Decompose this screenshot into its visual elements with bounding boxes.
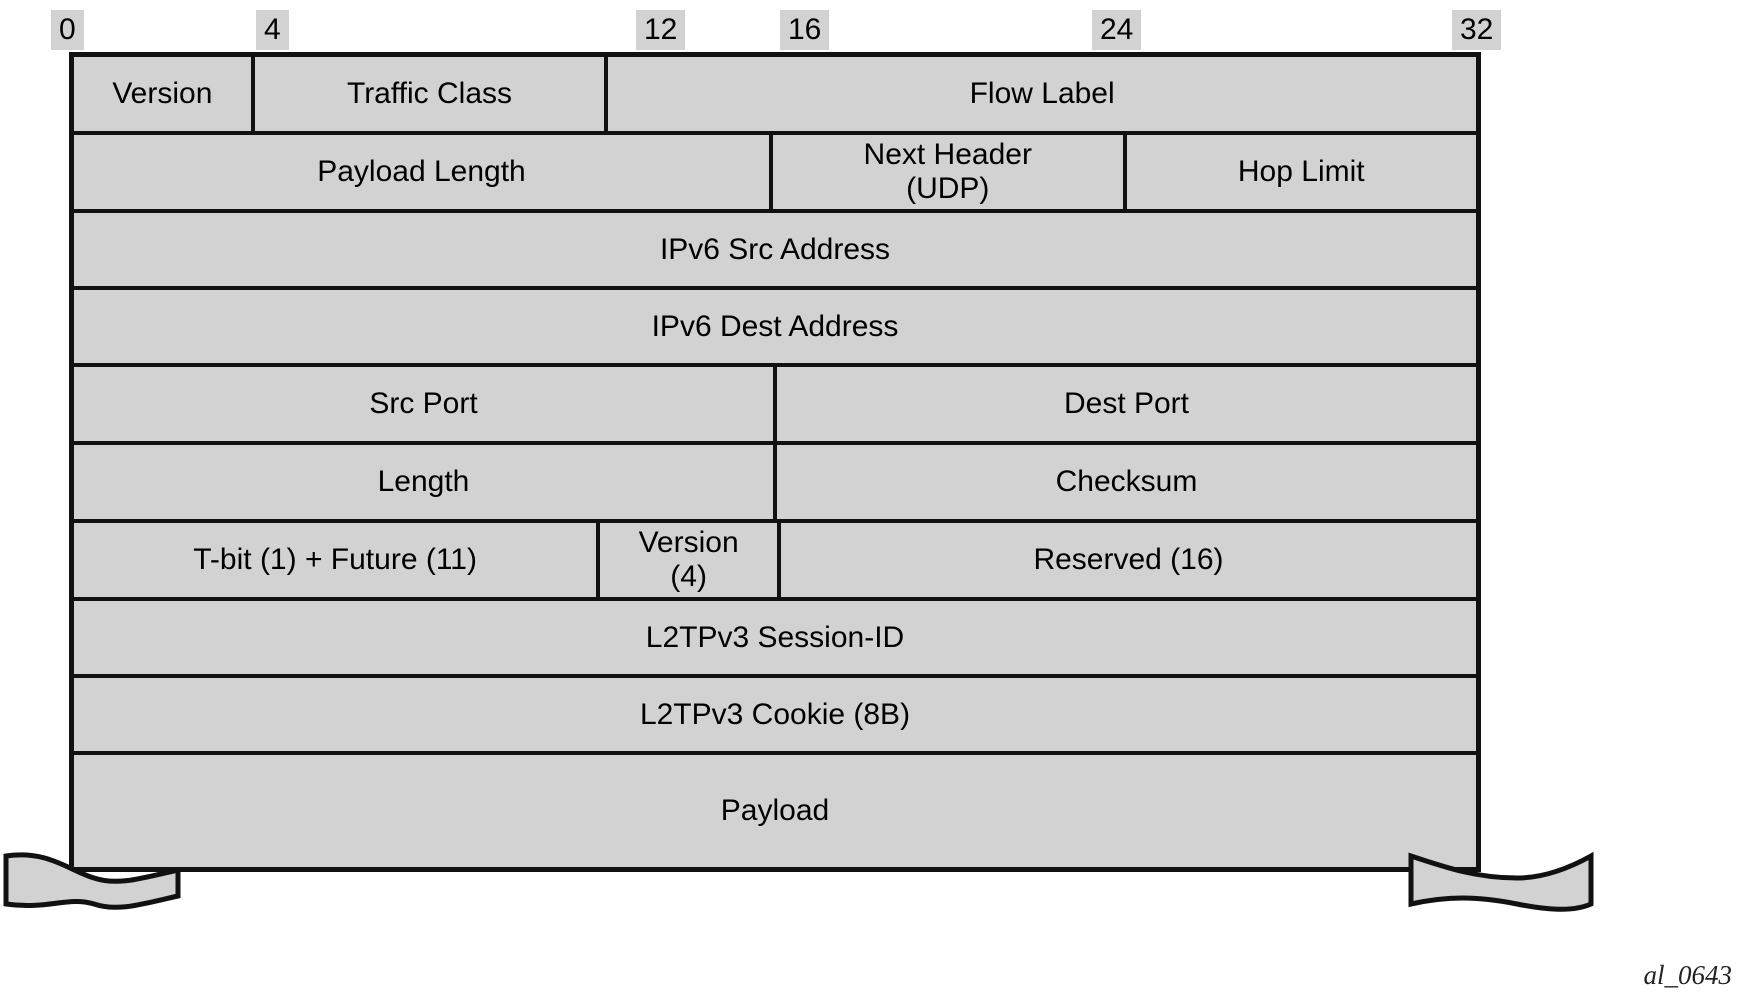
ruler-tick-4: 4	[256, 10, 289, 50]
field-t-bit-future: T-bit (1) + Future (11)	[74, 523, 601, 597]
field-length: Length	[74, 445, 777, 519]
ruler-tick-0: 0	[51, 10, 84, 50]
row-ipv6-src: IPv6 Src Address	[74, 213, 1476, 290]
field-checksum: Checksum	[777, 445, 1476, 519]
ruler-tick-12: 12	[636, 10, 686, 50]
field-ipv6-src-address: IPv6 Src Address	[74, 213, 1476, 286]
field-reserved: Reserved (16)	[781, 523, 1476, 597]
field-flow-label: Flow Label	[608, 57, 1476, 131]
field-l2tpv3-session-id: L2TPv3 Session-ID	[74, 601, 1476, 674]
row-ipv6-dest: IPv6 Dest Address	[74, 290, 1476, 367]
row-l2tpv3-cookie: L2TPv3 Cookie (8B)	[74, 678, 1476, 755]
field-next-header: Next Header (UDP)	[773, 135, 1127, 209]
field-payload-length: Payload Length	[74, 135, 773, 209]
ruler-tick-24: 24	[1092, 10, 1142, 50]
row-payload: Payload	[74, 755, 1476, 867]
row-ipv6-word-2: Payload Length Next Header (UDP) Hop Lim…	[74, 135, 1476, 213]
field-payload: Payload	[74, 755, 1476, 867]
row-l2tpv3-control-word: T-bit (1) + Future (11) Version (4) Rese…	[74, 523, 1476, 601]
field-traffic-class: Traffic Class	[254, 57, 609, 131]
bit-position-ruler: 0 4 12 16 24 32	[0, 0, 1748, 50]
figure-caption: al_0643	[1643, 960, 1732, 990]
row-l2tpv3-session-id: L2TPv3 Session-ID	[74, 601, 1476, 678]
ruler-tick-32: 32	[1452, 10, 1502, 50]
header-field-table: Version Traffic Class Flow Label Payload…	[69, 52, 1481, 872]
row-ipv6-word-1: Version Traffic Class Flow Label	[74, 57, 1476, 135]
field-hop-limit: Hop Limit	[1126, 135, 1476, 209]
field-l2tpv3-version: Version (4)	[600, 523, 781, 597]
field-l2tpv3-cookie: L2TPv3 Cookie (8B)	[74, 678, 1476, 751]
field-src-port: Src Port	[74, 367, 777, 441]
row-udp-length-checksum: Length Checksum	[74, 445, 1476, 523]
field-dest-port: Dest Port	[777, 367, 1476, 441]
field-version: Version	[74, 57, 255, 131]
ruler-tick-16: 16	[780, 10, 830, 50]
row-udp-ports: Src Port Dest Port	[74, 367, 1476, 445]
field-ipv6-dest-address: IPv6 Dest Address	[74, 290, 1476, 363]
